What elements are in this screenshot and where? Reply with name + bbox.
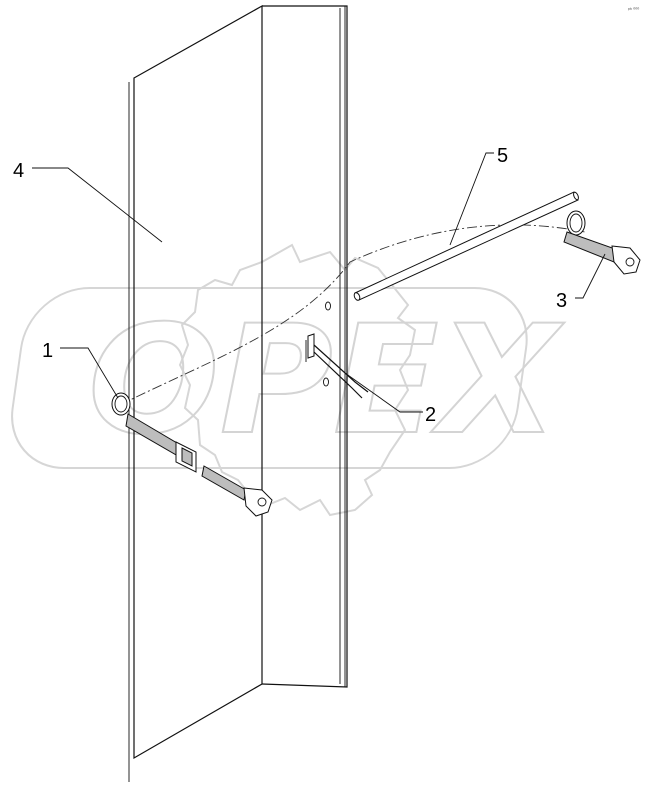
door-slot-top [325,301,331,311]
rod-body [354,191,579,301]
callout-3: 3 [556,290,567,312]
leader-2 [344,372,423,413]
rod [353,191,579,301]
callout-1: 1 [42,340,53,362]
watermark-banner [11,287,528,469]
strap-hook-right-pin [625,257,635,267]
leader-4 [32,167,163,243]
door-slot-bottom [323,377,329,387]
leader-lines [32,152,606,413]
leader-5 [449,152,494,246]
strap-assembly-right [563,210,641,275]
leader-1 [60,347,119,399]
opex-watermark: OPEX [11,243,566,517]
bracket-arm-2 [313,351,363,399]
ring-left-inner [114,395,128,413]
strap-right-segment [563,231,619,263]
callout-5: 5 [497,145,508,167]
leader-3 [575,253,606,299]
strap-hook-left-pin [257,497,267,507]
strap-hook-right [611,245,641,275]
callout-4: 4 [13,160,24,182]
rod-end-far [573,191,579,201]
door-edge-face [261,5,348,688]
strap-buckle-face [181,447,193,467]
callout-2: 2 [425,404,436,426]
rod-end [353,292,361,301]
bracket-plate [307,333,315,359]
ring-right-inner [569,213,583,233]
door-panel [128,4,348,782]
strap-segment-2 [201,465,247,501]
bracket-arm [313,344,369,393]
corner-mark: ᵖʰ ⁰⁰⁰ [628,7,639,13]
strap-assembly-left [111,392,273,517]
hook-bracket [305,333,369,399]
